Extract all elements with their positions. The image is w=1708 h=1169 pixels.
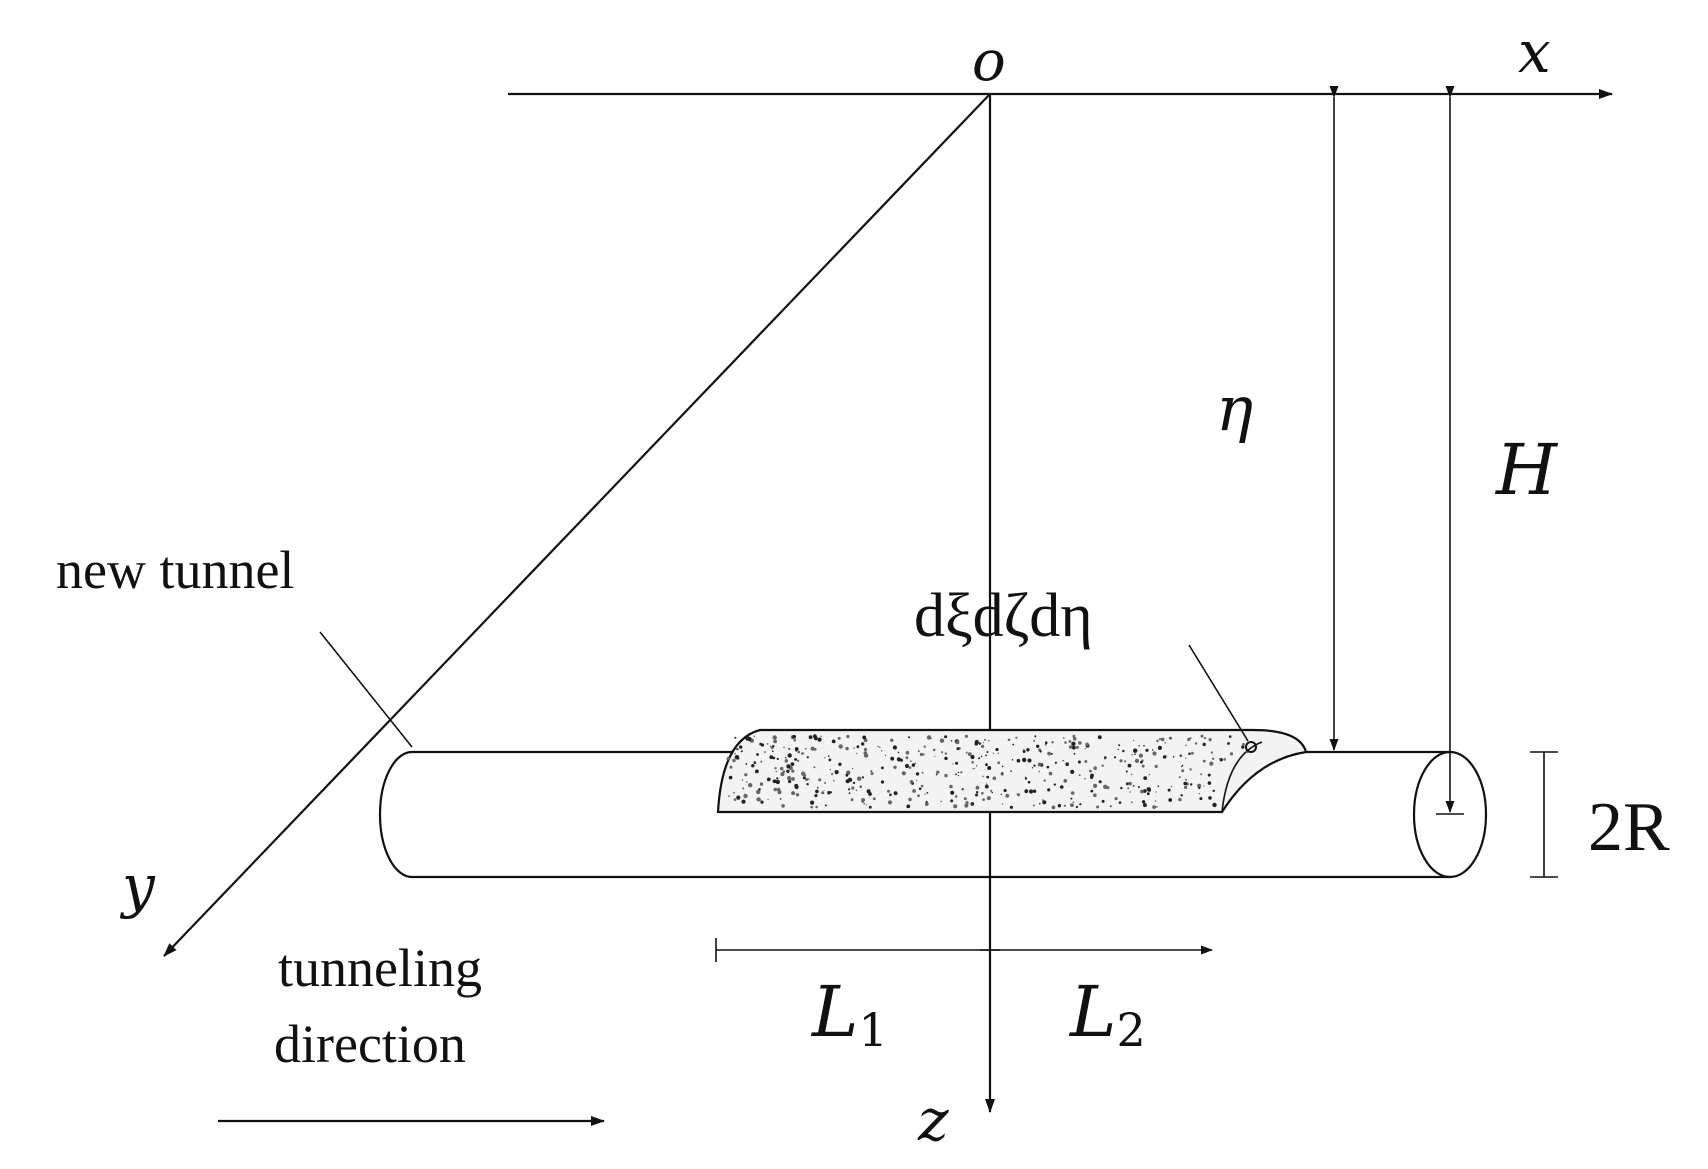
element-marker xyxy=(1245,741,1257,753)
x-axis-label: x xyxy=(1518,18,1551,86)
new-tunnel-leader-line xyxy=(319,631,413,748)
diameter-dimension xyxy=(1530,751,1558,878)
element-label: dξdζdη xyxy=(914,582,1093,650)
L1-label: L1 xyxy=(810,971,888,1057)
y-axis-label: y xyxy=(119,852,156,920)
diameter-label: 2R xyxy=(1588,789,1670,866)
grout-zone-texture xyxy=(726,734,1249,810)
grout-zone xyxy=(716,728,1308,814)
element-leader-line xyxy=(1188,644,1249,742)
depth-dimension xyxy=(1436,86,1464,815)
diameter-label-text: 2R xyxy=(1588,789,1670,866)
depth-label: H xyxy=(1494,429,1559,511)
L2-label-main: L xyxy=(1068,971,1116,1053)
origin-label: o xyxy=(972,29,1006,94)
tunneling-direction-label-line1: tunneling xyxy=(278,938,482,998)
L1-label-main: L xyxy=(810,971,858,1053)
eta-label: η xyxy=(1216,372,1253,445)
z-axis-label: z xyxy=(917,1086,949,1154)
new-tunnel-label: new tunnel xyxy=(56,540,294,600)
y-axis-line xyxy=(163,93,991,957)
L2-label: L2 xyxy=(1068,971,1146,1057)
eta-dimension xyxy=(1318,86,1350,753)
L1-label-sub: 1 xyxy=(858,1003,887,1057)
tunneling-direction-label-line2: direction xyxy=(274,1014,466,1074)
length-dimension xyxy=(715,938,1213,962)
L2-label-sub: 2 xyxy=(1116,1003,1145,1057)
